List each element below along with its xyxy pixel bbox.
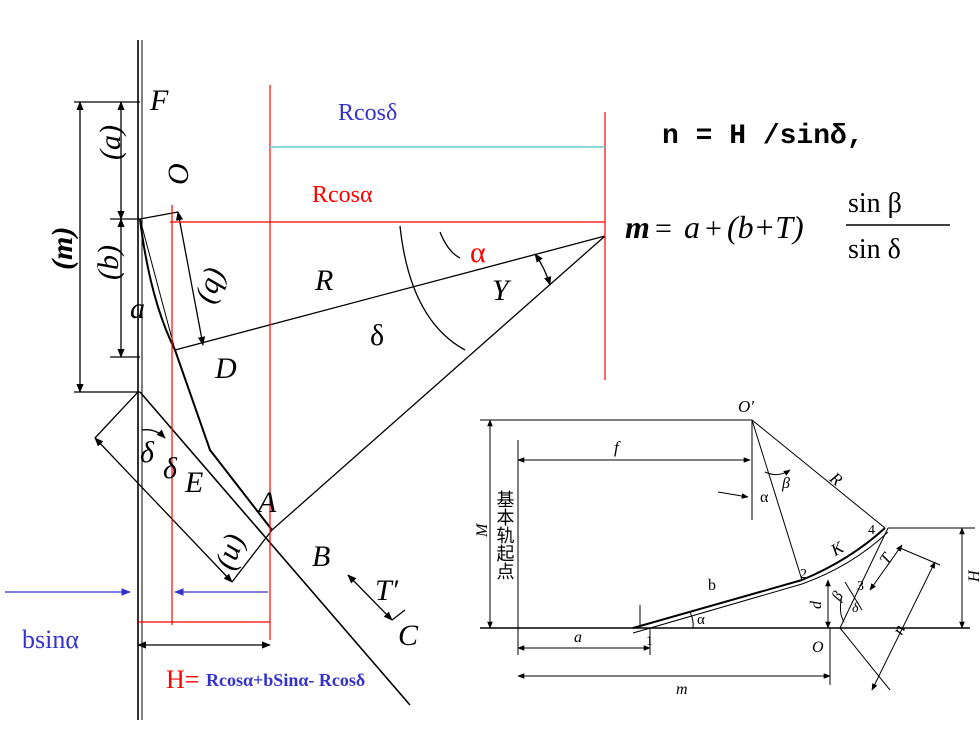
label-beta-top: β bbox=[781, 475, 790, 492]
label-pt4: 4 bbox=[868, 523, 875, 538]
label-b-rot: (b) bbox=[193, 265, 236, 309]
label-T-prime: T′ bbox=[375, 574, 399, 607]
label-A: A bbox=[256, 486, 277, 519]
label-alpha-bottom: α bbox=[697, 612, 705, 628]
m-den: sin δ bbox=[848, 234, 901, 265]
label-M: M bbox=[474, 522, 491, 538]
label-m-right: m bbox=[676, 681, 688, 698]
red-construction-lines bbox=[138, 85, 606, 640]
label-h-formula: Rcosα+bSinα- Rcosδ bbox=[206, 670, 365, 690]
left-labels: F O (a) (b) (m) a (b) D E A B C R δ α Y … bbox=[22, 84, 512, 694]
radius-line-R bbox=[174, 235, 606, 351]
left-diagram bbox=[74, 40, 606, 720]
label-delta: δ bbox=[370, 319, 384, 352]
label-alpha: α bbox=[470, 236, 486, 269]
label-pt1: 1 bbox=[646, 634, 653, 649]
label-rcos-alpha: Rcosα bbox=[312, 182, 373, 208]
label-gamma: Y bbox=[492, 274, 512, 307]
m-eq: = bbox=[655, 212, 672, 245]
label-C: C bbox=[398, 619, 419, 652]
label-bsin-alpha: bsinα bbox=[22, 625, 79, 654]
label-E: E bbox=[184, 466, 203, 499]
label-O-prime: O' bbox=[738, 397, 754, 416]
right-diagram: O' f R β α M 基本轨起点 b K T n H d β δ α 1 2… bbox=[460, 380, 980, 735]
label-D: D bbox=[214, 352, 237, 385]
n-formula: n = H /sinδ, bbox=[662, 121, 864, 152]
label-a-small: a bbox=[130, 292, 145, 325]
label-H-right: H bbox=[966, 569, 980, 583]
label-b-right: b bbox=[708, 577, 716, 594]
formulas: n = H /sinδ, m = a + (b+T) sin β sin δ bbox=[625, 121, 950, 265]
label-rcos-delta: Rcosδ bbox=[338, 100, 397, 126]
label-O-right: O bbox=[812, 639, 824, 656]
label-b-paren: (b) bbox=[92, 245, 125, 280]
m-a: a bbox=[684, 209, 700, 245]
label-R: R bbox=[314, 264, 333, 297]
label-a-paren: (a) bbox=[94, 125, 127, 160]
label-f: f bbox=[614, 438, 621, 457]
label-pt2: 2 bbox=[800, 567, 807, 582]
m-num: sin β bbox=[848, 188, 902, 219]
label-B: B bbox=[312, 540, 330, 573]
label-m-paren: (m) bbox=[46, 227, 79, 270]
label-alpha-mid: α bbox=[760, 489, 769, 506]
label-F: F bbox=[149, 84, 169, 117]
m-lhs: m bbox=[625, 209, 650, 245]
m-plus: + bbox=[705, 212, 722, 245]
label-chinese: 基本轨起点 bbox=[494, 490, 515, 580]
label-pt3: 3 bbox=[857, 579, 864, 594]
label-h-prefix: H= bbox=[166, 665, 199, 694]
label-delta-right: δ bbox=[852, 601, 859, 616]
label-delta-left2: δ bbox=[163, 452, 178, 485]
label-delta-left1: δ bbox=[140, 436, 155, 469]
m-paren: (b+T) bbox=[727, 209, 804, 245]
diverging-line bbox=[139, 391, 411, 706]
label-O: O bbox=[162, 163, 195, 185]
label-a-right: a bbox=[574, 629, 582, 646]
label-d: d bbox=[808, 600, 825, 609]
